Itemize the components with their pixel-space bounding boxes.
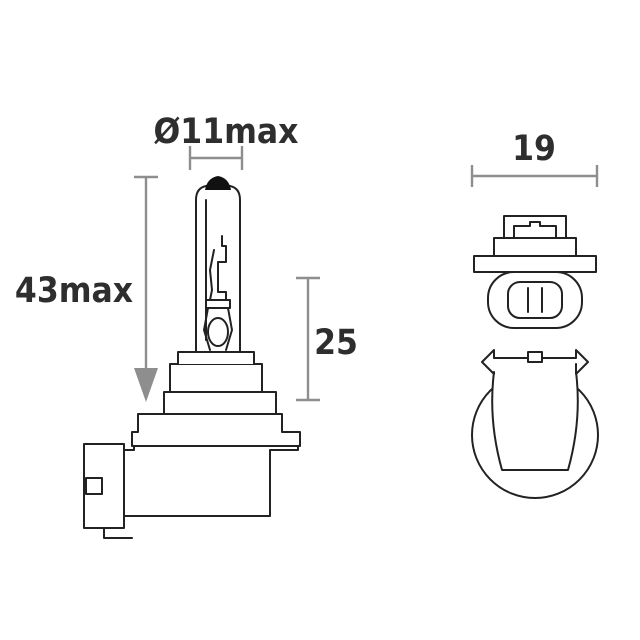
connector-housing bbox=[83, 443, 125, 529]
connector-latch bbox=[85, 477, 103, 495]
base-flange bbox=[131, 413, 301, 447]
top-key bbox=[513, 221, 557, 239]
top-plate bbox=[473, 255, 597, 273]
base-cap bbox=[177, 351, 255, 365]
inner-shield bbox=[481, 349, 589, 471]
support-wires bbox=[203, 307, 233, 351]
bulb-side-view bbox=[83, 176, 301, 539]
height-dimension: 43max bbox=[15, 175, 158, 402]
pinch-seal bbox=[207, 317, 229, 347]
lead-wire bbox=[209, 249, 215, 301]
diameter-dimension: Ø11max bbox=[154, 112, 299, 170]
base-body bbox=[123, 439, 299, 517]
base-height-label: 25 bbox=[314, 323, 358, 363]
base-height-dimension: 25 bbox=[296, 276, 358, 402]
width-label: 19 bbox=[512, 129, 556, 169]
bulb-front-view bbox=[471, 215, 599, 499]
bulb-tip bbox=[205, 176, 231, 190]
connector-foot bbox=[103, 527, 133, 539]
socket-inner bbox=[507, 281, 563, 319]
top-block bbox=[503, 215, 567, 239]
diameter-label: Ø11max bbox=[154, 112, 299, 152]
height-arrow bbox=[134, 368, 158, 402]
base-collar bbox=[163, 391, 277, 415]
filament-wire bbox=[217, 235, 227, 305]
width-dimension: 19 bbox=[470, 129, 599, 187]
top-collar bbox=[493, 237, 577, 257]
base-neck bbox=[169, 363, 263, 393]
height-label: 43max bbox=[15, 271, 133, 311]
shield-notch bbox=[527, 351, 543, 363]
filament-clip bbox=[205, 299, 231, 309]
